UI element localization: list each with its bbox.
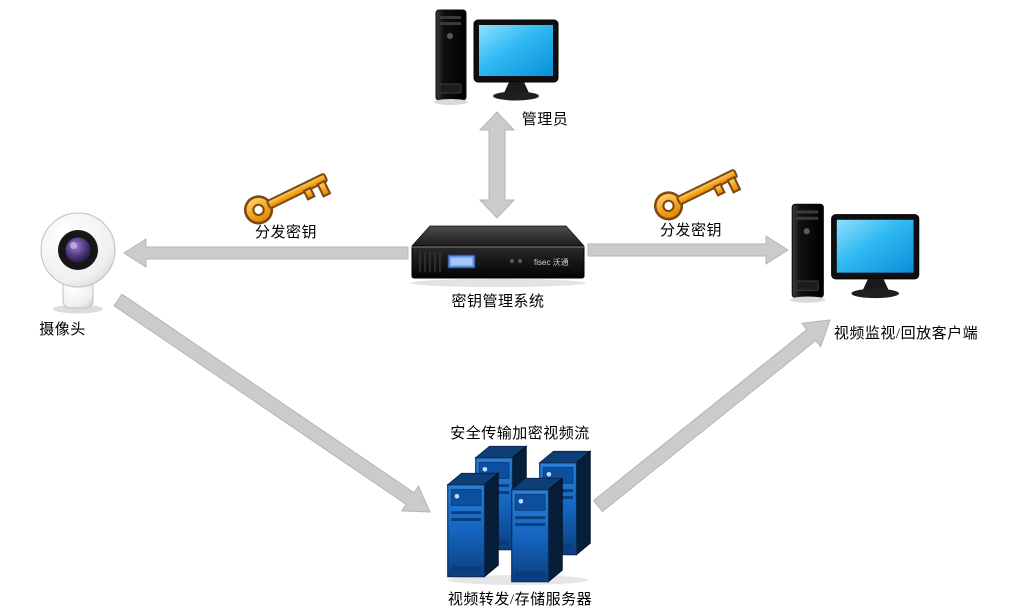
stream-label: 安全传输加密视频流 <box>450 426 590 442</box>
arrow-admin-kms <box>478 111 516 219</box>
arrow-kms-client <box>587 235 789 265</box>
client-node <box>786 202 926 306</box>
kms-brand-text: fisec 沃通 <box>534 257 569 267</box>
client-label: 视频监视/回放客户端 <box>833 326 979 342</box>
storage-node <box>438 444 598 586</box>
key-left-label: 分发密钥 <box>254 225 317 241</box>
client-computer-icon <box>786 202 926 306</box>
storage-servers-icon <box>447 445 591 585</box>
kms-node: fisec 沃通 <box>406 216 590 288</box>
arrow-kms-camera <box>123 238 409 268</box>
admin-computer-icon <box>430 8 565 108</box>
admin-label: 管理员 <box>521 112 569 128</box>
admin-node <box>430 8 565 108</box>
kms-server-icon: fisec 沃通 <box>410 225 586 287</box>
kms-label: 密钥管理系统 <box>451 294 545 310</box>
camera-icon <box>40 212 116 314</box>
camera-node <box>36 206 120 314</box>
arrow-storage-client <box>592 319 831 513</box>
arrow-camera-storage <box>113 293 431 513</box>
storage-label: 视频转发/存储服务器 <box>447 592 593 608</box>
key-right-label: 分发密钥 <box>659 223 722 239</box>
camera-label: 摄像头 <box>39 322 86 338</box>
